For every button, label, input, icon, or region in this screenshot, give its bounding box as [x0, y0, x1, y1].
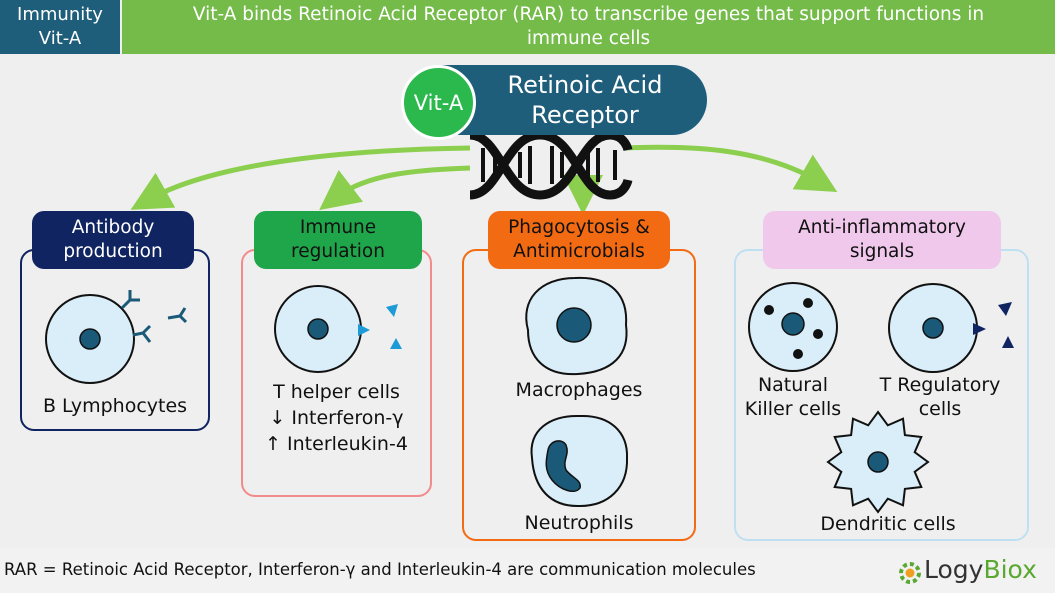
panel-phago-title-line1: Phagocytosis &: [508, 217, 650, 238]
b-lymphocyte-cell: [45, 290, 188, 384]
brand-logo-biox: Biox: [983, 555, 1037, 584]
brand-logo: LogyBiox: [924, 555, 1037, 584]
macrophage-cell: [525, 276, 628, 376]
panel-immune-title: Immune regulation: [254, 211, 422, 269]
header-title-line2: immune cells: [526, 28, 651, 49]
macrophages-label: Macrophages: [515, 379, 643, 401]
receptor-name: Retinoic Acid Receptor: [480, 70, 690, 130]
footer-bar: [0, 548, 1055, 593]
neutrophils-label: Neutrophils: [524, 512, 634, 534]
panel-antibody-title-line2: production: [63, 241, 163, 262]
t-regulatory-cell: [888, 283, 1014, 373]
t-regulatory-label-line1: T Regulatory: [879, 374, 1001, 396]
topic-tag-line1: Immunity: [17, 4, 103, 25]
dendritic-cell: [826, 410, 930, 514]
t-regulatory-label-line2: cells: [918, 398, 962, 420]
vitamin-a-label: Vit-A: [413, 90, 464, 115]
dna-helix-icon: [469, 130, 633, 200]
nk-cell: [748, 282, 838, 372]
receptor-name-line2: Receptor: [531, 101, 639, 129]
panel-immune-title-line2: regulation: [291, 241, 385, 262]
header-title: Vit-A binds Retinoic Acid Receptor (RAR)…: [122, 0, 1055, 54]
panel-antiinflam-title-line2: signals: [849, 241, 915, 262]
panel-phago-title-line2: Antimicrobials: [513, 241, 645, 262]
nk-cells-label-line2: Killer cells: [744, 398, 842, 420]
logo-gear-icon: [899, 562, 921, 584]
nk-cells-label-line1: Natural: [757, 374, 829, 396]
brand-logo-logy: Logy: [924, 555, 984, 584]
arrow-to-immune: [319, 165, 471, 211]
footnote: RAR = Retinoic Acid Receptor, Interferon…: [4, 560, 756, 579]
panel-immune-title-line1: Immune: [299, 217, 377, 238]
panel-antibody-title-line1: Antibody: [71, 217, 155, 238]
panel-phago-title: Phagocytosis & Antimicrobials: [488, 211, 670, 269]
arrow-to-antiinflam: [624, 144, 838, 193]
t-regulatory-label: T Regulatory cells: [868, 373, 1012, 421]
panel-antibody-title: Antibody production: [32, 211, 194, 269]
b-lymphocytes-label: B Lymphocytes: [42, 395, 188, 417]
topic-tag: Immunity Vit-A: [0, 0, 120, 54]
interferon-effect: ↓ Interferon-γ: [269, 407, 404, 429]
t-helper-label: T helper cells: [273, 381, 400, 403]
nk-cells-label: Natural Killer cells: [733, 373, 853, 421]
topic-tag-line2: Vit-A: [38, 28, 82, 49]
vitamin-a-ligand: Vit-A: [401, 65, 476, 140]
dendritic-cells-label: Dendritic cells: [820, 513, 956, 535]
antibody-icon: [120, 290, 188, 343]
t-helper-cell: [274, 285, 402, 373]
receptor-name-line1: Retinoic Acid: [507, 71, 663, 99]
panel-antiinflam-title-line1: Anti-inflammatory: [798, 217, 966, 238]
arrow-to-antibody: [130, 145, 471, 210]
panel-immune: [241, 249, 432, 497]
header-title-line1: Vit-A binds Retinoic Acid Receptor (RAR)…: [192, 4, 985, 25]
panel-antiinflam-title: Anti-inflammatory signals: [763, 211, 1001, 269]
neutrophil-cell: [530, 414, 629, 508]
interleukin-effect: ↑ Interleukin-4: [265, 433, 408, 455]
